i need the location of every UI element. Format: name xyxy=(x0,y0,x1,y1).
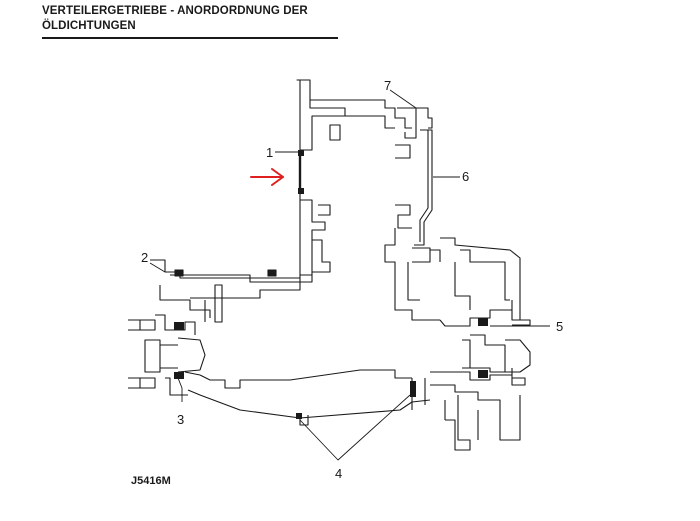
rear-output-flange xyxy=(430,237,531,451)
callout-1: 1 xyxy=(266,145,273,160)
callout-4: 4 xyxy=(335,466,342,481)
title-line-2: ÖLDICHTUNGEN xyxy=(42,20,136,32)
callout-7: 7 xyxy=(384,78,391,93)
front-output-flange xyxy=(128,259,300,396)
callout-5: 5 xyxy=(556,319,563,334)
callout-2: 2 xyxy=(141,250,148,265)
oil-seals xyxy=(174,150,488,419)
figure-code: J5416M xyxy=(131,475,171,487)
title-line-1: VERTEILERGETRIEBE - ANORDORDNUNG DER xyxy=(42,5,308,17)
leader-lines xyxy=(149,89,550,461)
callout-6: 6 xyxy=(462,169,469,184)
callout-3: 3 xyxy=(177,412,184,427)
transfer-case-housing xyxy=(187,79,441,426)
document-header: VERTEILERGETRIEBE - ANORDORDNUNG DER ÖLD… xyxy=(42,4,338,34)
header-rule xyxy=(42,37,338,39)
red-arrow-icon xyxy=(250,168,284,186)
